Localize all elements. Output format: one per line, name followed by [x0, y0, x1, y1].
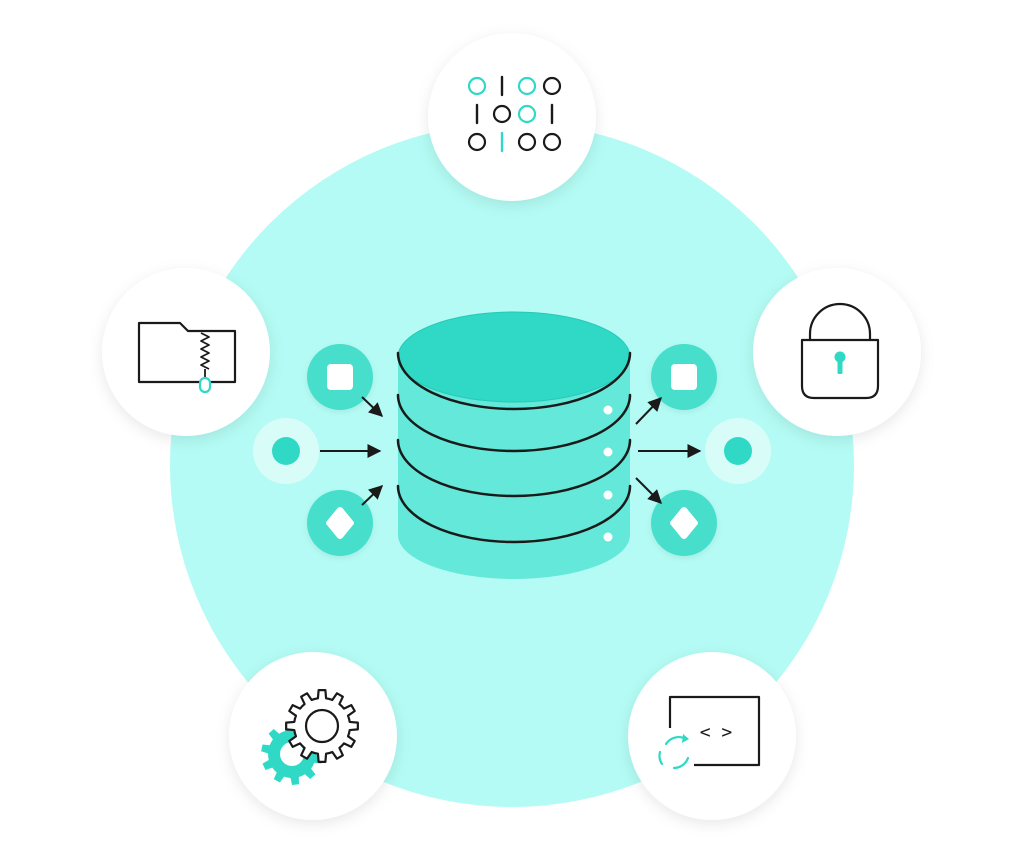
zipper-pull [198, 376, 212, 394]
database-led-1 [603, 405, 613, 415]
output-diamond-token [651, 490, 717, 556]
gears-badge [229, 652, 397, 820]
circle-icon [724, 437, 752, 465]
database-rim-1 [396, 351, 632, 411]
code-brackets-text: < > [700, 722, 733, 743]
diamond-icon [670, 507, 698, 539]
square-icon [671, 364, 697, 390]
zipped-folder-icon [137, 321, 237, 394]
input-diamond-token [307, 490, 373, 556]
binary-zero-glyph [517, 76, 537, 96]
database-led-4 [603, 532, 613, 542]
circle-icon [272, 437, 300, 465]
binary-zero-glyph [467, 76, 487, 96]
input-square-token [307, 344, 373, 410]
database-led-2 [603, 447, 613, 457]
database-rim-4 [396, 484, 632, 544]
padlock-badge [753, 268, 921, 436]
output-circle-token [705, 418, 771, 484]
keyhole-icon [834, 351, 846, 363]
binary-zero-glyph [542, 76, 562, 96]
output-square-token [651, 344, 717, 410]
binary-zero-glyph [542, 132, 562, 152]
binary-data-icon [467, 75, 562, 153]
database-top [398, 312, 630, 402]
database-led-3 [603, 490, 613, 500]
database-icon [396, 311, 632, 579]
input-arrow-top [361, 396, 384, 417]
zipped-folder-badge [102, 268, 270, 436]
square-icon [327, 364, 353, 390]
terminal-code-badge: < > [628, 652, 796, 820]
binary-zero-glyph [467, 132, 487, 152]
binary-zero-glyph [517, 132, 537, 152]
database-body [398, 355, 630, 579]
gears-icon [261, 689, 359, 785]
database-rim-3 [396, 438, 632, 498]
padlock-icon [800, 302, 880, 400]
input-arrow-bottom [361, 485, 384, 506]
binary-zero-glyph [517, 104, 537, 124]
database-rim-2 [396, 393, 632, 453]
binary-data-badge [428, 33, 596, 201]
binary-zero-glyph [492, 104, 512, 124]
outline-gear-icon [285, 689, 359, 763]
diamond-icon [326, 507, 354, 539]
terminal-code-icon: < > [658, 695, 761, 770]
output-arrow-bottom [635, 477, 662, 504]
input-circle-token [253, 418, 319, 484]
output-arrow-top [635, 396, 662, 425]
